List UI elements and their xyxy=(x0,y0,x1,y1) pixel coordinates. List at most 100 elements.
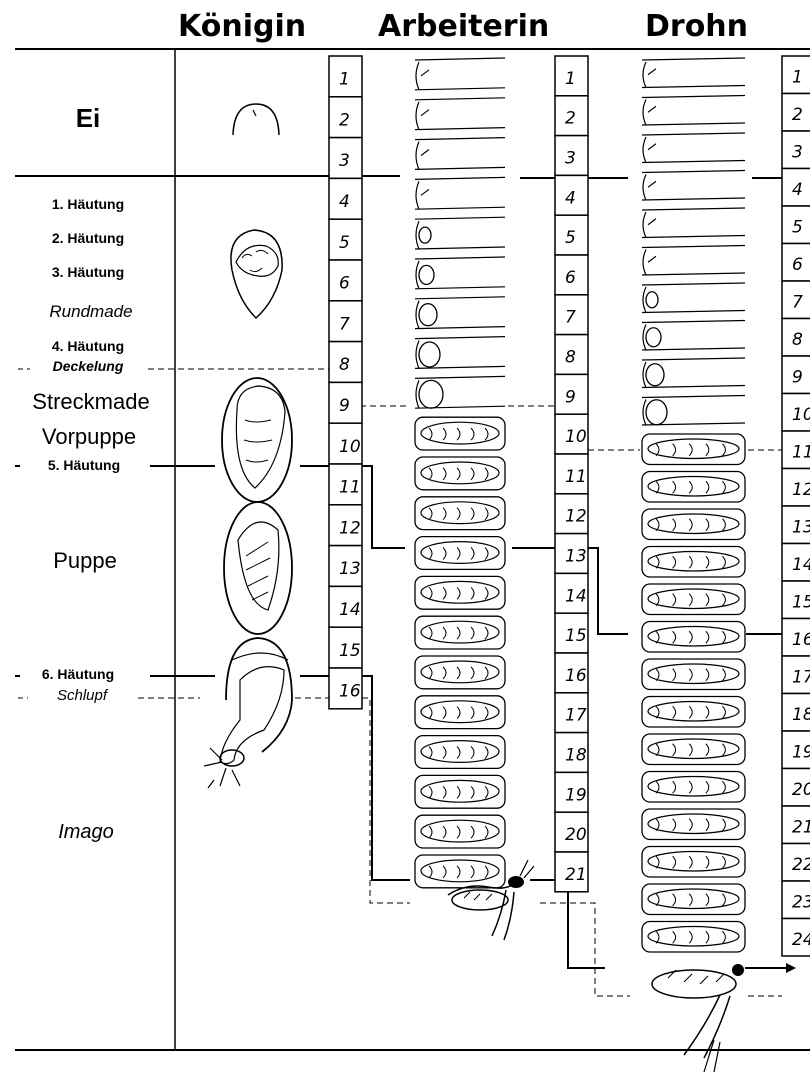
drone-brood-cell xyxy=(642,472,745,503)
queen-day-label: 7 xyxy=(339,314,350,334)
drone-day-label: 16 xyxy=(792,630,810,650)
worker-brood-cell xyxy=(415,576,505,609)
drone-brood-cell xyxy=(642,772,745,803)
drone-day-label: 4 xyxy=(792,180,803,200)
queen-day-label: 14 xyxy=(339,600,361,620)
drone-brood-cell xyxy=(642,922,745,953)
molt6-arrowhead xyxy=(786,963,796,973)
drone-day-label: 21 xyxy=(792,817,810,837)
stage-molt-3: 3. Häutung xyxy=(52,264,124,280)
drone-brood-cell xyxy=(642,547,745,578)
worker-day-label: 11 xyxy=(565,467,587,487)
queen-day-label: 6 xyxy=(339,274,350,294)
drone-cell-column xyxy=(642,58,745,952)
worker-brood-cell xyxy=(415,337,505,369)
worker-brood-cell xyxy=(415,775,505,808)
worker-brood-cell xyxy=(415,58,505,90)
worker-day-label: 18 xyxy=(565,745,587,765)
drone-brood-cell xyxy=(642,208,745,238)
worker-brood-cell xyxy=(415,297,505,329)
worker-day-label: 8 xyxy=(565,347,576,367)
worker-brood-cell xyxy=(415,616,505,649)
drone-brood-cell xyxy=(642,58,745,88)
drone-brood-cell xyxy=(642,847,745,878)
drone-day-label: 9 xyxy=(792,367,803,387)
worker-brood-cell xyxy=(415,815,505,848)
drone-day-label: 22 xyxy=(792,855,810,875)
drone-day-label: 6 xyxy=(792,255,803,275)
stage-stretched-larva: Streckmade xyxy=(32,389,149,414)
queen-day-label: 12 xyxy=(339,518,361,538)
drone-day-label: 20 xyxy=(792,780,810,800)
queen-day-label: 4 xyxy=(339,192,350,212)
drone-day-label: 12 xyxy=(792,480,810,500)
queen-day-column: 12345678910111213141516 xyxy=(329,56,362,709)
worker-brood-cell xyxy=(415,855,505,888)
drone-brood-cell xyxy=(642,96,745,126)
drone-brood-cell xyxy=(642,622,745,653)
drone-brood-cell xyxy=(642,133,745,163)
drone-brood-cell xyxy=(642,584,745,615)
worker-day-label: 1 xyxy=(565,69,576,89)
worker-day-label: 20 xyxy=(565,825,587,845)
worker-day-label: 3 xyxy=(565,148,576,168)
worker-brood-cell xyxy=(415,497,505,530)
drone-day-column: 123456789101112131415161718192021222324 xyxy=(782,56,810,956)
worker-cell-column xyxy=(415,58,505,888)
header-worker: Arbeiterin xyxy=(378,9,549,44)
worker-day-label: 6 xyxy=(565,268,576,288)
header-drone: Drohn xyxy=(645,9,748,44)
drone-day-label: 11 xyxy=(792,442,810,462)
queen-day-label: 16 xyxy=(339,682,361,702)
drone-day-label: 17 xyxy=(792,667,810,687)
drone-day-label: 3 xyxy=(792,142,803,162)
worker-brood-cell xyxy=(415,138,505,170)
queen-day-label: 13 xyxy=(339,559,361,579)
worker-day-label: 12 xyxy=(565,507,587,527)
stage-molt-4: 4. Häutung xyxy=(52,338,124,354)
worker-day-column: 123456789101112131415161718192021 xyxy=(555,56,588,892)
queen-day-label: 8 xyxy=(339,355,350,375)
queen-day-label: 5 xyxy=(339,233,350,253)
stage-molt-6: 6. Häutung xyxy=(42,666,114,682)
stage-pupa: Puppe xyxy=(53,548,117,573)
drone-day-label: 7 xyxy=(792,292,803,312)
worker-day-label: 2 xyxy=(565,109,576,129)
emergence-step-worker xyxy=(362,698,410,903)
queen-day-label: 1 xyxy=(339,70,350,90)
worker-brood-cell xyxy=(415,376,505,408)
emergence-step-drone xyxy=(540,903,630,996)
drone-day-label: 23 xyxy=(792,892,810,912)
drone-day-label: 18 xyxy=(792,705,810,725)
stage-imago: Imago xyxy=(58,821,114,843)
drone-brood-cell xyxy=(642,358,745,388)
worker-day-label: 13 xyxy=(565,546,587,566)
drone-day-label: 8 xyxy=(792,330,803,350)
stage-egg: Ei xyxy=(76,103,101,133)
drone-brood-cell xyxy=(642,171,745,201)
worker-day-label: 10 xyxy=(565,427,587,447)
drone-day-label: 10 xyxy=(792,405,810,425)
drone-brood-cell xyxy=(642,884,745,915)
worker-brood-cell xyxy=(415,736,505,769)
worker-brood-cell xyxy=(415,537,505,570)
worker-day-label: 14 xyxy=(565,586,587,606)
emerging-drone-bee xyxy=(652,964,744,1072)
worker-brood-cell xyxy=(415,217,505,249)
queen-egg-illustration xyxy=(233,104,279,135)
stage-molt-1: 1. Häutung xyxy=(52,196,124,212)
worker-brood-cell xyxy=(415,457,505,490)
stage-molt-2: 2. Häutung xyxy=(52,230,124,246)
worker-brood-cell xyxy=(415,257,505,289)
stage-molt-5: 5. Häutung xyxy=(48,457,120,473)
worker-brood-cell xyxy=(415,417,505,450)
drone-day-label: 5 xyxy=(792,217,803,237)
molt6-step-drone xyxy=(530,880,605,968)
drone-day-label: 2 xyxy=(792,105,803,125)
queen-day-label: 11 xyxy=(339,478,361,498)
worker-day-label: 5 xyxy=(565,228,576,248)
worker-day-label: 9 xyxy=(565,387,576,407)
queen-day-label: 9 xyxy=(339,396,350,416)
header-queen: Königin xyxy=(178,9,306,44)
